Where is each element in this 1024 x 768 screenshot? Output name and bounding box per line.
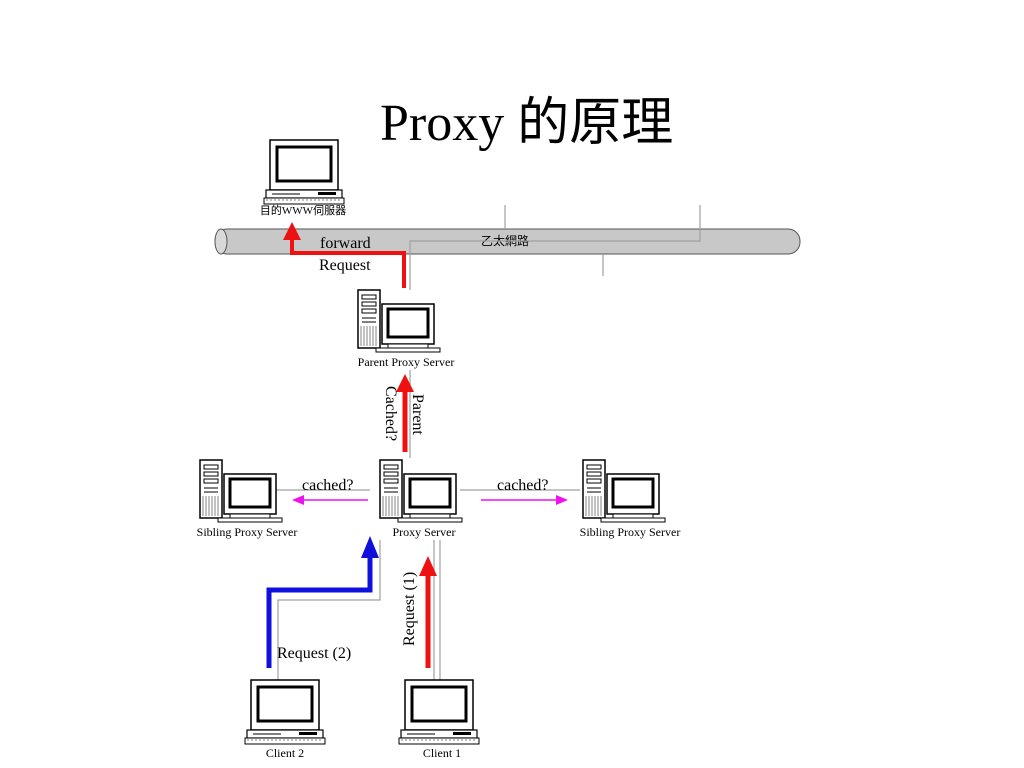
request-label: Request [319,257,371,274]
desktop-computer-icon [397,678,481,746]
page-title: Proxy 的原理 [380,95,674,152]
client-2-label: Client 2 [266,746,304,760]
request-1-arrow [419,556,437,668]
tower-server-icon [356,288,442,354]
client-1-label: Client 1 [423,746,461,760]
network-wires [254,205,701,680]
request-2-label: Request (2) [277,645,351,662]
cached-left-arrow [292,495,368,505]
www-server-label: 目的WWW伺服器 [260,203,346,217]
forward-label: forward [320,235,371,252]
parent-cached-arrow [396,374,414,452]
request-1-label: Request (1) [401,572,418,646]
cached-right-label: cached? [497,477,549,494]
parent-label: Parent [409,394,426,435]
tower-server-icon [581,458,667,524]
tower-server-icon [378,458,464,524]
request-2-arrow [266,536,379,668]
parent-proxy-label: Parent Proxy Server [358,355,455,369]
forward-request-arrow [283,222,406,288]
cached-q-label: Cached? [382,386,399,441]
tower-server-icon [198,458,284,524]
desktop-computer-icon [243,678,327,746]
sibling-left-label: Sibling Proxy Server [197,525,298,539]
desktop-computer-icon [262,138,346,206]
cached-right-arrow [481,495,568,505]
proxy-server-label: Proxy Server [393,525,456,539]
cached-left-label: cached? [302,477,354,494]
sibling-right-label: Sibling Proxy Server [580,525,681,539]
